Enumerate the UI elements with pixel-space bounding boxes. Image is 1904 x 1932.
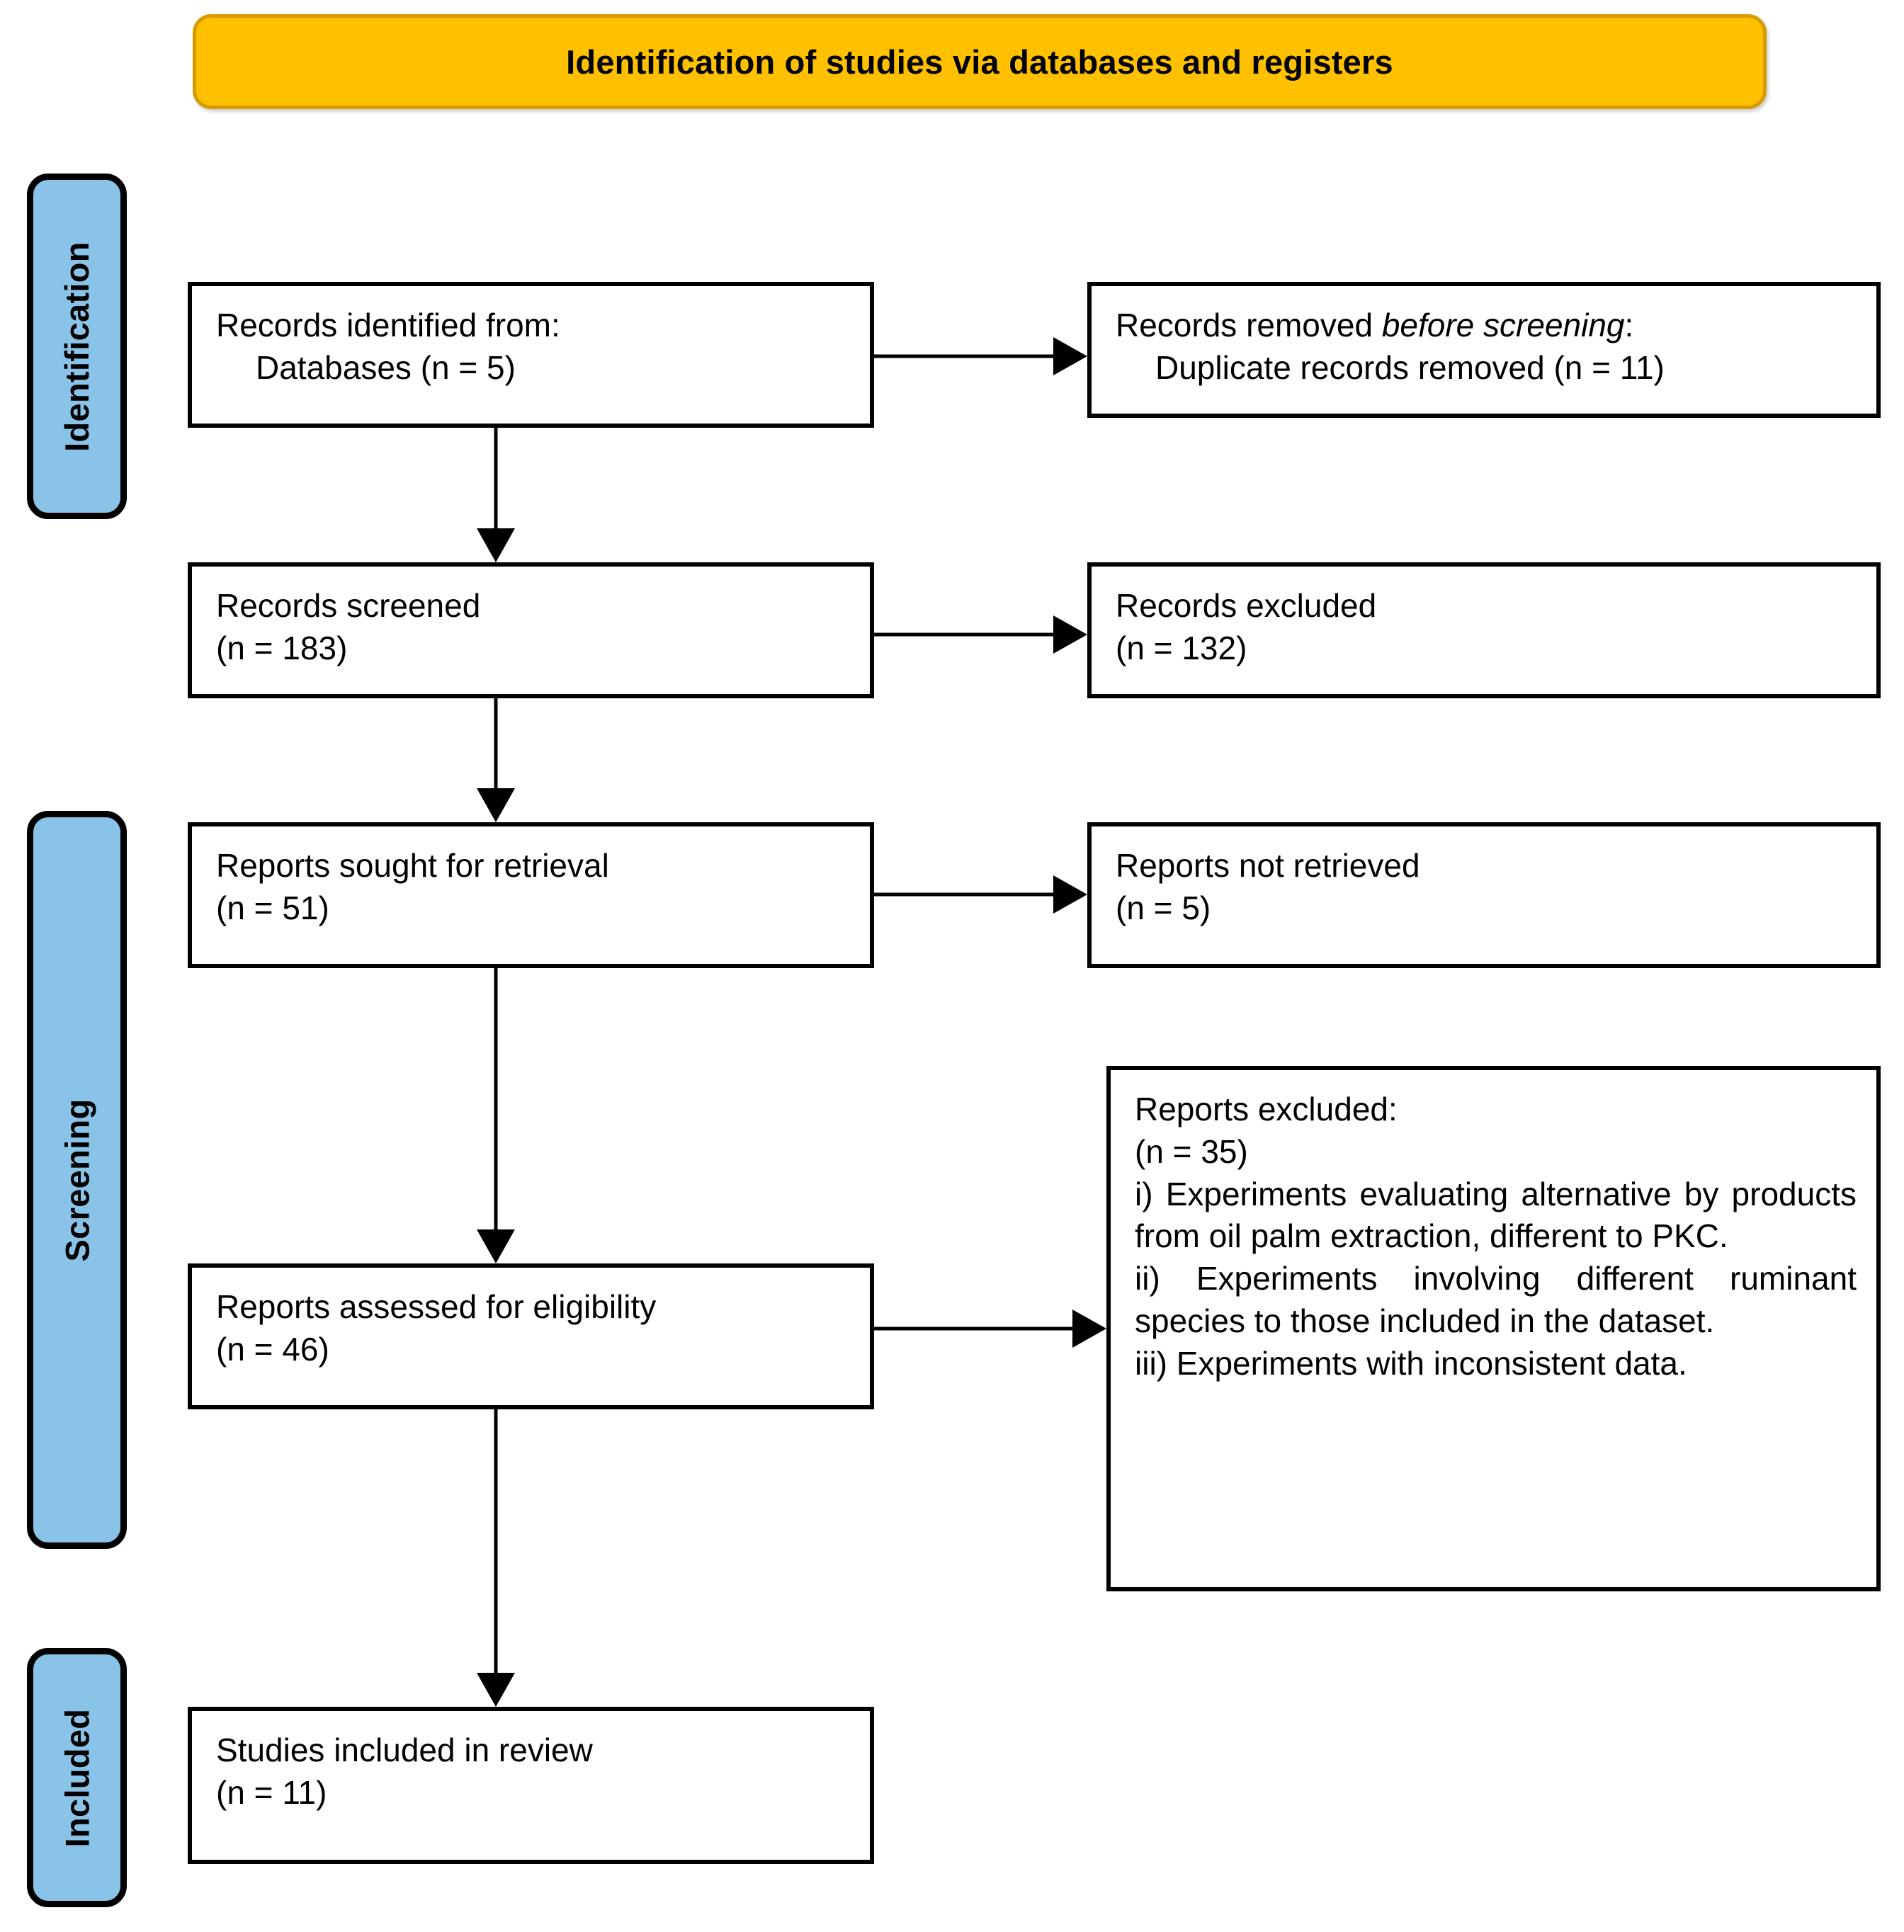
stage-label-identification: Identification [27,174,127,519]
box-records-excluded: Records excluded (n = 132) [1087,562,1881,698]
arrow-identified-to-removed [874,336,1087,376]
arrow-shaft [874,892,1055,897]
arrow-screened-to-excluded [874,615,1087,654]
arrow-head-icon [477,788,515,822]
box-records-removed-line2: Duplicate records removed (n = 11) [1155,348,1665,386]
box-records-screened-line2: (n = 183) [216,629,348,666]
arrow-assessed-to-reports-excluded [874,1309,1106,1348]
box-records-removed-line1: Records removed before screening: [1116,305,1857,347]
box-reports-not-retrieved-line2: (n = 5) [1116,889,1211,926]
box-reports-sought: Reports sought for retrieval (n = 51) [188,822,874,968]
box-reports-excluded: Reports excluded: (n = 35) i) Experiment… [1106,1066,1881,1591]
diagram-header-banner: Identification of studies via databases … [193,14,1767,109]
arrow-shaft [494,698,498,791]
box-records-excluded-line1: Records excluded [1116,587,1377,624]
box-reports-sought-line2: (n = 51) [216,889,329,926]
stage-label-screening-text: Screening [58,1098,96,1261]
box-records-screened-line1: Records screened [216,587,481,624]
arrow-shaft [494,968,498,1232]
arrow-head-icon [477,1229,515,1263]
arrow-head-icon [1053,337,1087,375]
arrow-assessed-to-included [476,1409,516,1707]
arrow-shaft [874,632,1055,637]
arrow-screened-to-sought [476,698,516,822]
box-records-excluded-line2: (n = 132) [1116,629,1247,666]
box-reports-not-retrieved: Reports not retrieved (n = 5) [1087,822,1881,968]
box-reports-excluded-line2: (n = 35) [1135,1132,1248,1170]
arrow-identified-to-screened [476,428,516,562]
diagram-title: Identification of studies via databases … [566,42,1393,81]
arrow-shaft [494,428,498,531]
box-reports-excluded-reason-iii: iii) Experiments with inconsistent data. [1135,1344,1687,1382]
box-records-identified-line2: Databases (n = 5) [256,348,516,386]
box-records-removed: Records removed before screening: Duplic… [1087,282,1881,418]
arrow-sought-to-assessed [476,968,516,1263]
box-studies-included-line1: Studies included in review [216,1732,593,1768]
box-studies-included: Studies included in review (n = 11) [188,1707,874,1864]
stage-label-identification-text: Identification [58,241,96,452]
records-removed-emphasis: before screening [1381,307,1625,343]
stage-label-included-text: Included [58,1708,96,1847]
arrow-head-icon [1053,615,1087,654]
box-reports-not-retrieved-line1: Reports not retrieved [1116,847,1420,884]
box-reports-sought-line1: Reports sought for retrieval [216,847,609,884]
stage-label-screening: Screening [27,811,127,1549]
arrow-shaft [494,1409,498,1676]
arrow-head-icon [477,528,515,562]
arrow-shaft [874,1326,1074,1331]
stage-label-included: Included [27,1648,127,1907]
arrow-head-icon [1053,875,1087,914]
box-reports-excluded-reason-i: i) Experiments evaluating alternative by… [1135,1175,1857,1255]
box-records-identified: Records identified from: Databases (n = … [188,282,874,428]
box-reports-assessed: Reports assessed for eligibility (n = 46… [188,1263,874,1409]
box-records-identified-line1: Records identified from: [216,307,560,343]
box-reports-assessed-line1: Reports assessed for eligibility [216,1288,657,1325]
arrow-sought-to-not-retrieved [874,875,1087,914]
box-reports-excluded-line1: Reports excluded: [1135,1091,1398,1127]
arrow-head-icon [477,1673,515,1707]
box-reports-assessed-line2: (n = 46) [216,1330,329,1368]
box-studies-included-line2: (n = 11) [216,1773,327,1811]
records-removed-suffix: : [1624,307,1634,343]
box-records-screened: Records screened (n = 183) [188,562,874,698]
arrow-head-icon [1072,1309,1106,1348]
box-reports-excluded-reason-ii: ii) Experiments involving different rumi… [1135,1260,1857,1339]
records-removed-prefix: Records removed [1116,307,1382,343]
arrow-shaft [874,354,1055,358]
